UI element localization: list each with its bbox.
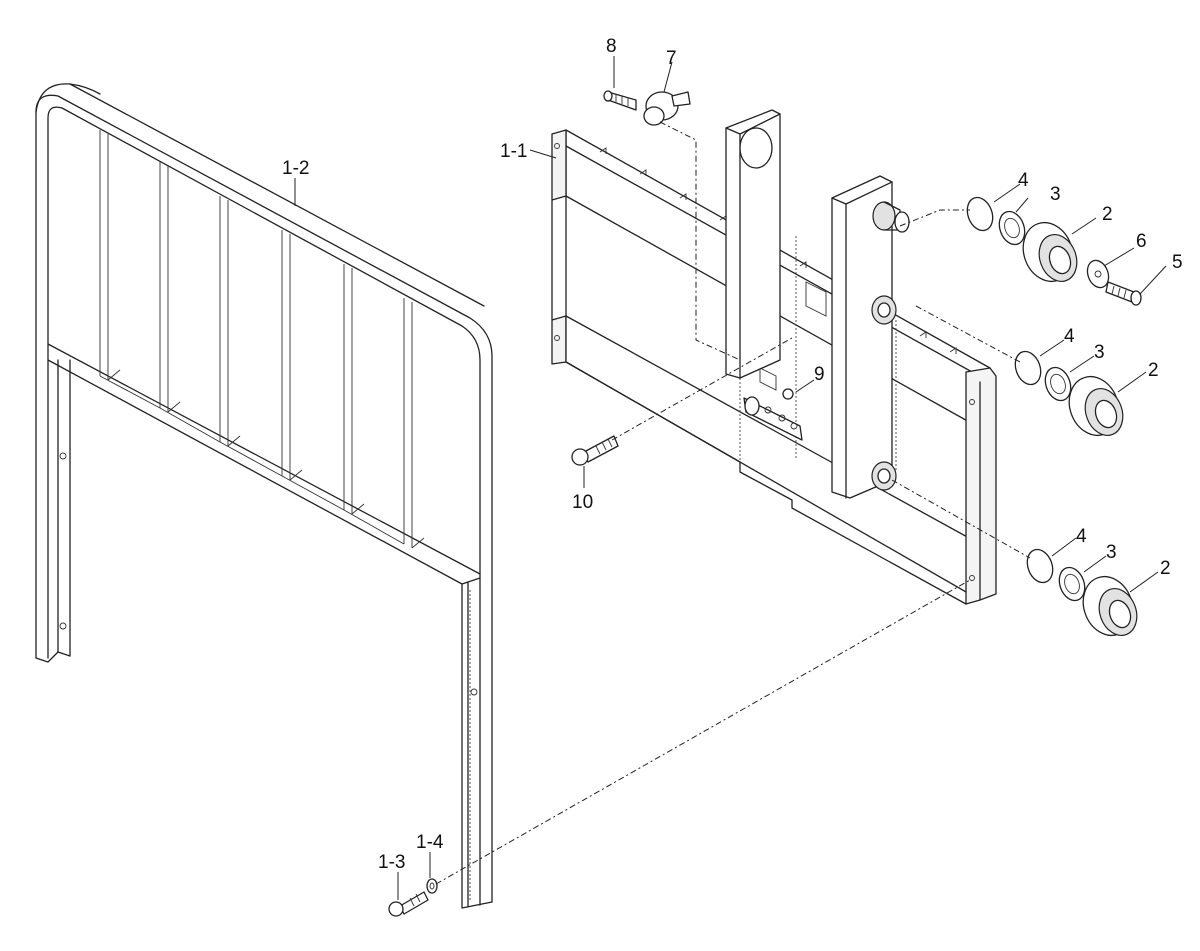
side-roller-7: [643, 91, 691, 126]
bolt-8: [603, 90, 637, 111]
callout-5: 5: [1172, 252, 1183, 273]
load-backrest: [35, 83, 493, 909]
callout-3-upper: 3: [1050, 184, 1061, 205]
callout-9: 9: [814, 364, 825, 385]
bolt-1-3: [388, 891, 429, 917]
roller-stud-lower: [871, 461, 897, 491]
roller-side-plates: [725, 109, 893, 499]
washer-1-4: [426, 878, 438, 894]
callout-3-lower: 3: [1106, 542, 1117, 563]
callout-4-middle: 4: [1064, 326, 1075, 347]
callout-1-3: 1-3: [378, 852, 405, 873]
stopper-block: [743, 388, 803, 441]
assembly-centerlines: [435, 121, 1031, 885]
callout-8: 8: [606, 36, 617, 57]
callout-labels: 1-2 1-1 8 7 4 3 2 6 5 4 3 2 9 10 4 3 2 1…: [282, 36, 1183, 873]
roller-stud-upper: [872, 201, 910, 233]
roller-stack-upper: [966, 196, 1110, 289]
callout-1-4: 1-4: [416, 832, 444, 853]
callout-2-upper: 2: [1102, 204, 1113, 225]
roller-stack-middle: [1014, 350, 1124, 437]
callout-2-lower: 2: [1160, 558, 1171, 579]
callout-6: 6: [1136, 231, 1147, 252]
callout-7: 7: [666, 48, 677, 69]
callout-4-lower: 4: [1076, 526, 1087, 547]
callout-10: 10: [572, 492, 593, 513]
roller-stack-lower: [1026, 548, 1138, 637]
callout-1-1: 1-1: [500, 141, 527, 162]
callout-4-upper: 4: [1018, 170, 1029, 191]
bolt-10: [571, 435, 619, 466]
bolt-5: [1105, 281, 1142, 306]
callout-2-middle: 2: [1148, 360, 1159, 381]
callout-1-2: 1-2: [282, 158, 309, 179]
leader-lines: [294, 56, 1167, 900]
callout-3-middle: 3: [1094, 342, 1105, 363]
roller-stud-middle: [871, 295, 897, 325]
